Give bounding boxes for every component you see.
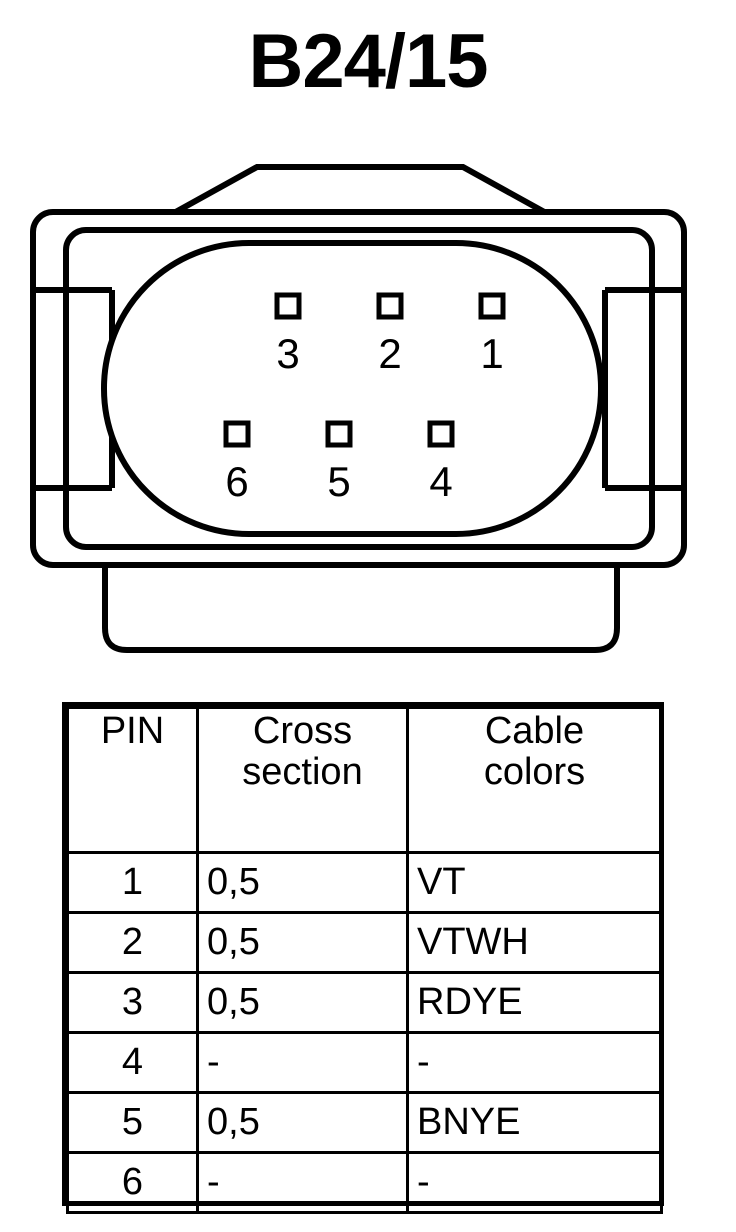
cell-cable-colors: VT — [406, 851, 663, 914]
cell-cable-colors: - — [406, 1151, 663, 1214]
pin-assignment-table: PIN Cross section Cable colors 1 0,5 VT … — [66, 706, 663, 1214]
pin-number-label-6: 6 — [225, 458, 248, 505]
pin-number-label-4: 4 — [429, 458, 452, 505]
column-header-pin: PIN — [66, 706, 199, 854]
pin-number-label-5: 5 — [327, 458, 350, 505]
pin-number-label-1: 1 — [480, 330, 503, 377]
table-row: 3 0,5 RDYE — [66, 971, 663, 1034]
cell-pin: 3 — [66, 971, 199, 1034]
page-title: B24/15 — [248, 19, 488, 104]
table-row: 1 0,5 VT — [66, 851, 663, 914]
table-row: 4 - - — [66, 1031, 663, 1094]
cell-cross-section: 0,5 — [196, 911, 409, 974]
table-row: 5 0,5 BNYE — [66, 1091, 663, 1154]
cell-pin: 5 — [66, 1091, 199, 1154]
pin-square-3 — [274, 292, 302, 320]
cell-cable-colors: - — [406, 1031, 663, 1094]
pin-square-1 — [478, 292, 506, 320]
pin-square-6 — [223, 420, 251, 448]
cell-cable-colors: BNYE — [406, 1091, 663, 1154]
cell-cross-section: 0,5 — [196, 1091, 409, 1154]
cell-cross-section: - — [196, 1031, 409, 1094]
column-header-cable-colors: Cable colors — [406, 706, 663, 854]
cell-pin: 1 — [66, 851, 199, 914]
cell-cable-colors: RDYE — [406, 971, 663, 1034]
cell-cable-colors: VTWH — [406, 911, 663, 974]
bottom-tab — [102, 562, 620, 653]
pin-number-label-2: 2 — [378, 330, 401, 377]
column-header-colors-line-1: Cable — [484, 710, 585, 752]
cell-pin: 6 — [66, 1151, 199, 1214]
pin-number-label-3: 3 — [276, 330, 299, 377]
pin-square-5 — [325, 420, 353, 448]
top-locking-tab — [170, 164, 550, 217]
cell-cross-section: 0,5 — [196, 851, 409, 914]
column-header-pin-line-1: PIN — [100, 710, 165, 752]
pin-square-4 — [427, 420, 455, 448]
table-header-row: PIN Cross section Cable colors — [66, 706, 663, 854]
cell-cross-section: - — [196, 1151, 409, 1214]
connector-diagram: 3 2 1 6 5 4 — [0, 150, 736, 670]
column-header-colors-line-2: colors — [483, 751, 586, 794]
cell-pin: 4 — [66, 1031, 199, 1094]
table-row: 2 0,5 VTWH — [66, 911, 663, 974]
column-header-cross-line-1: Cross — [252, 710, 353, 752]
cell-cross-section: 0,5 — [196, 971, 409, 1034]
column-header-cross-section: Cross section — [196, 706, 409, 854]
column-header-cross-line-2: section — [242, 751, 363, 794]
pin-square-2 — [376, 292, 404, 320]
table-row: 6 - - — [66, 1151, 663, 1214]
cell-pin: 2 — [66, 911, 199, 974]
pin-cavity — [101, 240, 604, 537]
